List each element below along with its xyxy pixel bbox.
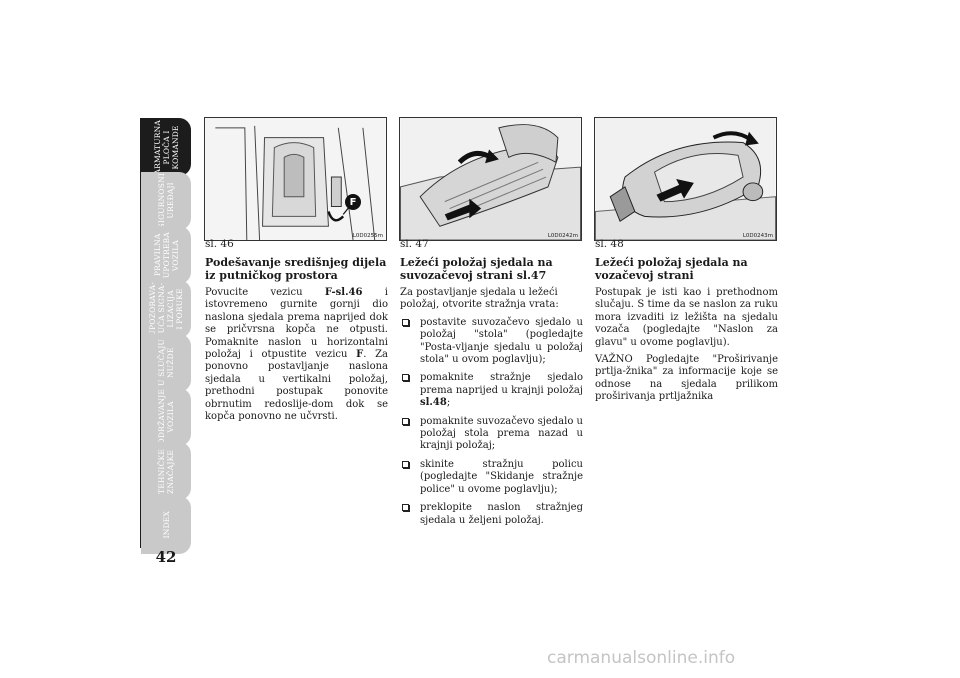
column-2: Ležeći položaj sjedala na suvozačevoj st… [400,256,583,533]
watermark: carmanualsonline.info [547,648,736,668]
tab-label: TEHNIČKE ZNAČAJKE [157,448,175,494]
text-run: i istovremeno gurnite gornji dio naslona… [205,287,388,361]
figure-46-caption: sl. 46 [205,238,234,250]
tab-label: ARMATURNA PLOČA I KOMANDE [152,119,180,175]
figure-code: L0D0242m [547,233,578,239]
paragraph: Za postavljanje sjedala u ležeći položaj… [400,287,559,311]
tab-pravilna-upotreba[interactable]: PRAVILNA UPOTREBA VOZILA [141,226,191,284]
list-item: postavite suvozačevo sjedalo u položaj "… [400,317,583,367]
list-item-text: pomaknite suvozačevo sjedalo u položaj s… [420,415,583,452]
paragraph: VAŽNO Pogledajte "Proširivanje prtlja-žn… [595,354,778,403]
figure-code: L0D0243m [742,233,773,239]
steps-list: postavite suvozačevo sjedalo u položaj "… [400,317,583,527]
tab-label: PRAVILNA UPOTREBA VOZILA [152,231,180,279]
passenger-seat-recline-illustration [400,118,581,240]
tab-sigurnosni-uredaji[interactable]: SIGURNOSNI UREĐAJI [141,172,191,230]
list-item-text: postavite suvozačevo sjedalo u položaj "… [420,316,583,366]
list-item-text: preklopite naslon stražnjeg sjedala u že… [420,502,583,526]
tab-label: INDEX [161,511,171,539]
text-run: Povucite vezicu [205,287,325,298]
tab-u-slucaju-nuzde[interactable]: U SLUČAJU NUŽDE [141,334,191,392]
section-tab-strip: ARMATURNA PLOČA I KOMANDE SIGURNOSNI URE… [141,118,191,554]
checkbox-bullet-icon [402,318,409,326]
list-item-text: pomaknite stražnje sjedalo prema naprije… [420,372,583,396]
section-heading: Podešavanje središnjeg dijela iz putničk… [205,256,387,282]
checkbox-bullet-icon [402,374,409,382]
figure-48: L0D0243m [594,117,777,241]
figure-reference: sl.48 [420,397,447,409]
checkbox-bullet-icon [402,504,409,512]
figure-47: L0D0242m [399,117,582,241]
tab-armaturna-ploca[interactable]: ARMATURNA PLOČA I KOMANDE [141,118,191,176]
text-run: ; [446,397,451,409]
tab-tehnicke-znacajke[interactable]: TEHNIČKE ZNAČAJKE [141,442,191,500]
tab-upozoravajuca-signalizacija[interactable]: UPOZORAVA- JUĆA SIGNA- LIZACIJA I PORUKE [141,280,191,338]
figure-code: L0D0255m [352,233,383,239]
section-heading: Ležeći položaj sjedala na vozačevoj stra… [595,256,748,282]
seat-release-strap-illustration [205,118,386,240]
page-number: 42 [155,548,177,566]
marker-f-label: F [349,196,357,208]
column-1: Podešavanje središnjeg dijela iz putničk… [205,256,388,428]
figure-48-caption: sl. 48 [595,238,624,250]
list-item: preklopite naslon stražnjeg sjedala u že… [400,502,583,527]
list-item: pomaknite suvozačevo sjedalo u položaj s… [400,416,583,453]
column-3: Ležeći položaj sjedala na vozačevoj stra… [595,256,778,409]
list-item-text: skinite stražnju policu (pogledajte "Ski… [420,458,583,495]
tab-index[interactable]: INDEX [141,496,191,554]
marker-f-icon: F [345,194,361,210]
section-heading: Ležeći položaj sjedala na suvozačevoj st… [400,256,553,282]
tab-label: SIGURNOSNI UREĐAJI [157,173,175,229]
text-run: . Za ponovno postavljanje naslona sjedal… [205,349,388,423]
tab-label: ODRŽAVANJE VOZILA [157,389,175,445]
checkbox-bullet-icon [402,417,409,425]
figure-47-caption: sl. 47 [400,238,429,250]
tab-label: UPOZORAVA- JUĆA SIGNA- LIZACIJA I PORUKE [148,281,184,337]
figure-46: F L0D0255m [204,117,387,241]
figure-reference: F [356,349,364,361]
list-item: pomaknite stražnje sjedalo prema naprije… [400,372,583,409]
list-item: skinite stražnju policu (pogledajte "Ski… [400,459,583,496]
tab-odrzavanje-vozila[interactable]: ODRŽAVANJE VOZILA [141,388,191,446]
checkbox-bullet-icon [402,460,409,468]
figure-reference: F-sl.46 [324,287,363,298]
driver-seat-recline-illustration [595,118,776,240]
tab-label: U SLUČAJU NUŽDE [157,339,175,387]
paragraph: Postupak je isti kao i prethodnom slučaj… [595,287,778,348]
paragraph: Povucite vezicu F-sl.46 i istovremeno gu… [205,287,388,423]
